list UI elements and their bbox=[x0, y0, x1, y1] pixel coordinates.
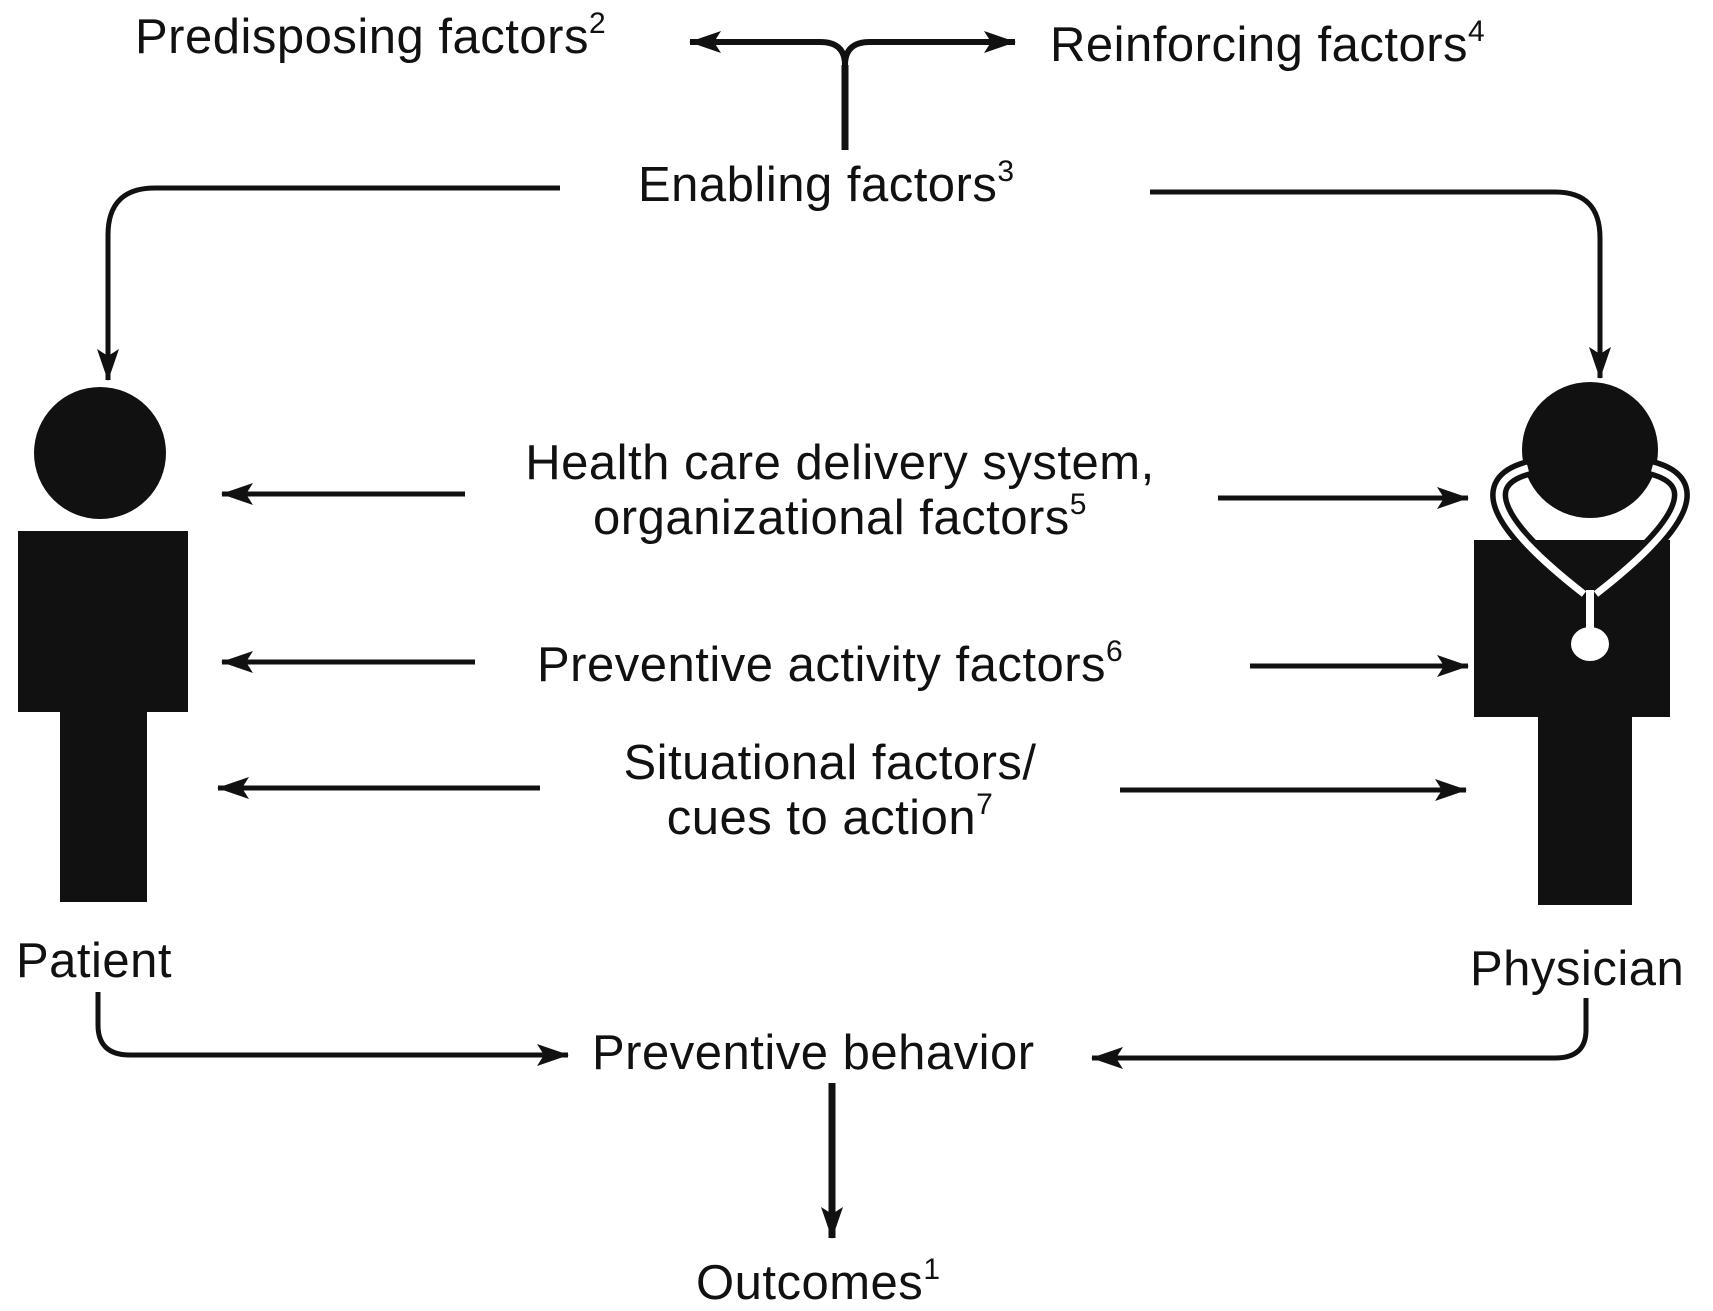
outcomes-text: Outcomes bbox=[696, 1256, 924, 1310]
patient-head bbox=[34, 387, 166, 519]
preventive-activity-factors-label: Preventive activity factors6 bbox=[537, 635, 1124, 693]
preventive-activity-text: Preventive activity factors bbox=[537, 638, 1107, 692]
enabling-factors-text: Enabling factors bbox=[638, 158, 998, 212]
physician-head bbox=[1522, 382, 1658, 518]
physician-torso bbox=[1474, 540, 1670, 717]
stethoscope-tube-inner bbox=[1495, 464, 1685, 597]
arrow-enabling-to-physician bbox=[1150, 189, 1611, 379]
arrow-to-reinforcing bbox=[842, 31, 1016, 66]
arrow-physician-to-behavior bbox=[1091, 998, 1589, 1069]
reinforcing-factors-note: 4 bbox=[1468, 15, 1486, 48]
outcomes-note: 1 bbox=[923, 1253, 941, 1286]
preventive-behavior-label: Preventive behavior bbox=[592, 1026, 1035, 1080]
physician-with-stethoscope-icon bbox=[1474, 382, 1690, 905]
physician-label: Physician bbox=[1470, 942, 1685, 996]
preventive-activity-note: 6 bbox=[1106, 635, 1124, 668]
arrow-patient-to-behavior bbox=[95, 992, 569, 1066]
health-care-line1: Health care delivery system, bbox=[525, 436, 1155, 490]
predisposing-factors-label: Predisposing factors2 bbox=[135, 7, 607, 65]
health-care-factors-label: Health care delivery system, organizatio… bbox=[470, 436, 1210, 546]
situational-note: 7 bbox=[976, 787, 994, 821]
arrow-to-predisposing bbox=[689, 31, 848, 66]
patient-torso bbox=[18, 531, 188, 712]
situational-line2: cues to action bbox=[666, 790, 977, 845]
health-care-note: 5 bbox=[1069, 487, 1087, 521]
predisposing-factors-text: Predisposing factors bbox=[135, 10, 589, 64]
patient-legs bbox=[60, 712, 147, 902]
arrow-enabling-to-patient bbox=[97, 185, 560, 381]
reinforcing-factors-text: Reinforcing factors bbox=[1050, 18, 1469, 72]
health-care-line2-wrap: organizational factors5 bbox=[470, 487, 1210, 546]
patient-label: Patient bbox=[16, 934, 173, 988]
enabling-factors-label: Enabling factors3 bbox=[638, 155, 1015, 213]
situational-factors-label: Situational factors/ cues to action7 bbox=[560, 736, 1100, 846]
health-care-line2: organizational factors bbox=[593, 490, 1070, 545]
predisposing-factors-note: 2 bbox=[588, 7, 607, 40]
stethoscope-chestpiece bbox=[1571, 627, 1609, 661]
person-icon bbox=[18, 387, 188, 902]
outcomes-label: Outcomes1 bbox=[696, 1253, 941, 1311]
enabling-factors-note: 3 bbox=[997, 155, 1015, 188]
situational-line2-wrap: cues to action7 bbox=[560, 787, 1100, 846]
situational-line1: Situational factors/ bbox=[623, 736, 1037, 790]
top-connector-arrows bbox=[689, 31, 1016, 150]
physician-legs bbox=[1538, 717, 1632, 905]
reinforcing-factors-label: Reinforcing factors4 bbox=[1050, 15, 1486, 73]
